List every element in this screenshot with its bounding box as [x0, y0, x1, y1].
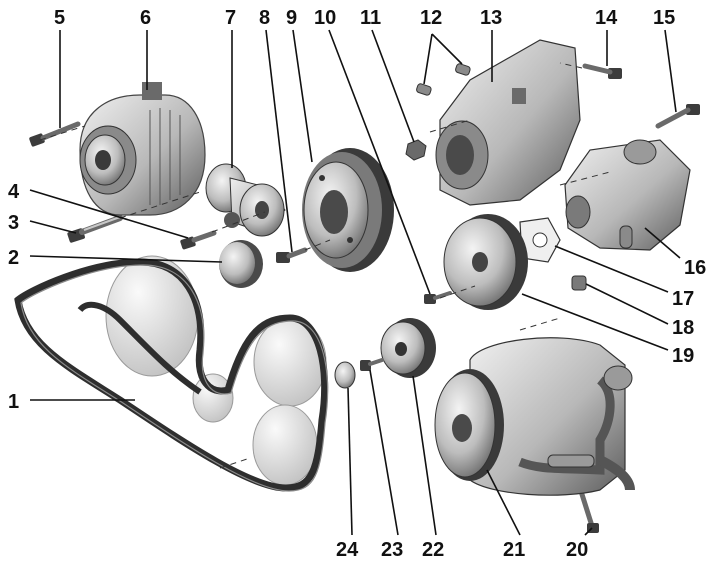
- alternator-part: [79, 82, 206, 216]
- bolt-part: [424, 291, 452, 304]
- leader-lines: [29, 29, 681, 536]
- bolt-part: [360, 358, 384, 371]
- ac-compressor-part: [434, 337, 635, 496]
- callout-11: 11: [360, 7, 381, 29]
- power-steering-pump-part: [564, 139, 691, 251]
- callout-17: 17: [672, 288, 694, 310]
- callout-16: 16: [684, 257, 706, 279]
- callout-19: 19: [672, 345, 694, 367]
- callout-8: 8: [259, 7, 270, 29]
- drive-belt-part: [14, 255, 329, 492]
- callout-12: 12: [420, 7, 442, 29]
- callout-21: 21: [503, 539, 525, 561]
- idler-pulley-part: [380, 318, 436, 378]
- washer-part: [334, 361, 356, 389]
- belt-tensioner-part: [205, 163, 286, 237]
- callout-10: 10: [314, 7, 336, 29]
- callout-7: 7: [225, 7, 236, 29]
- callout-6: 6: [140, 7, 151, 29]
- callout-4: 4: [8, 181, 20, 203]
- callout-22: 22: [422, 539, 444, 561]
- bolt-part: [655, 104, 700, 129]
- callout-14: 14: [595, 7, 618, 29]
- callout-5: 5: [54, 7, 65, 29]
- crankshaft-pulley-part: [302, 148, 394, 272]
- mounting-bracket-part: [435, 39, 581, 206]
- callout-labels: 1 2 3 4 5 6 7 8 9 10 11 12 13 14 15 16 1…: [8, 7, 706, 561]
- callout-23: 23: [381, 539, 403, 561]
- callout-18: 18: [672, 317, 694, 339]
- bolt-part: [577, 485, 599, 533]
- bolt-part: [67, 215, 123, 243]
- callout-24: 24: [336, 539, 359, 561]
- callout-15: 15: [653, 7, 675, 29]
- callout-2: 2: [8, 247, 19, 269]
- bolt-part: [276, 247, 308, 263]
- bolt-part: [180, 230, 217, 250]
- callout-9: 9: [286, 7, 297, 29]
- dowel-pin-part: [416, 63, 471, 96]
- bolt-part: [29, 121, 81, 147]
- nut-part: [405, 139, 427, 161]
- pump-pulley-part: [443, 214, 528, 310]
- pulley-cap-part: [219, 240, 263, 288]
- callout-13: 13: [480, 7, 502, 29]
- bolt-part: [582, 63, 622, 79]
- fitting-part: [571, 275, 587, 291]
- callout-3: 3: [8, 212, 19, 234]
- assembly-axes: [39, 62, 611, 469]
- callout-1: 1: [8, 391, 19, 413]
- callout-20: 20: [566, 539, 588, 561]
